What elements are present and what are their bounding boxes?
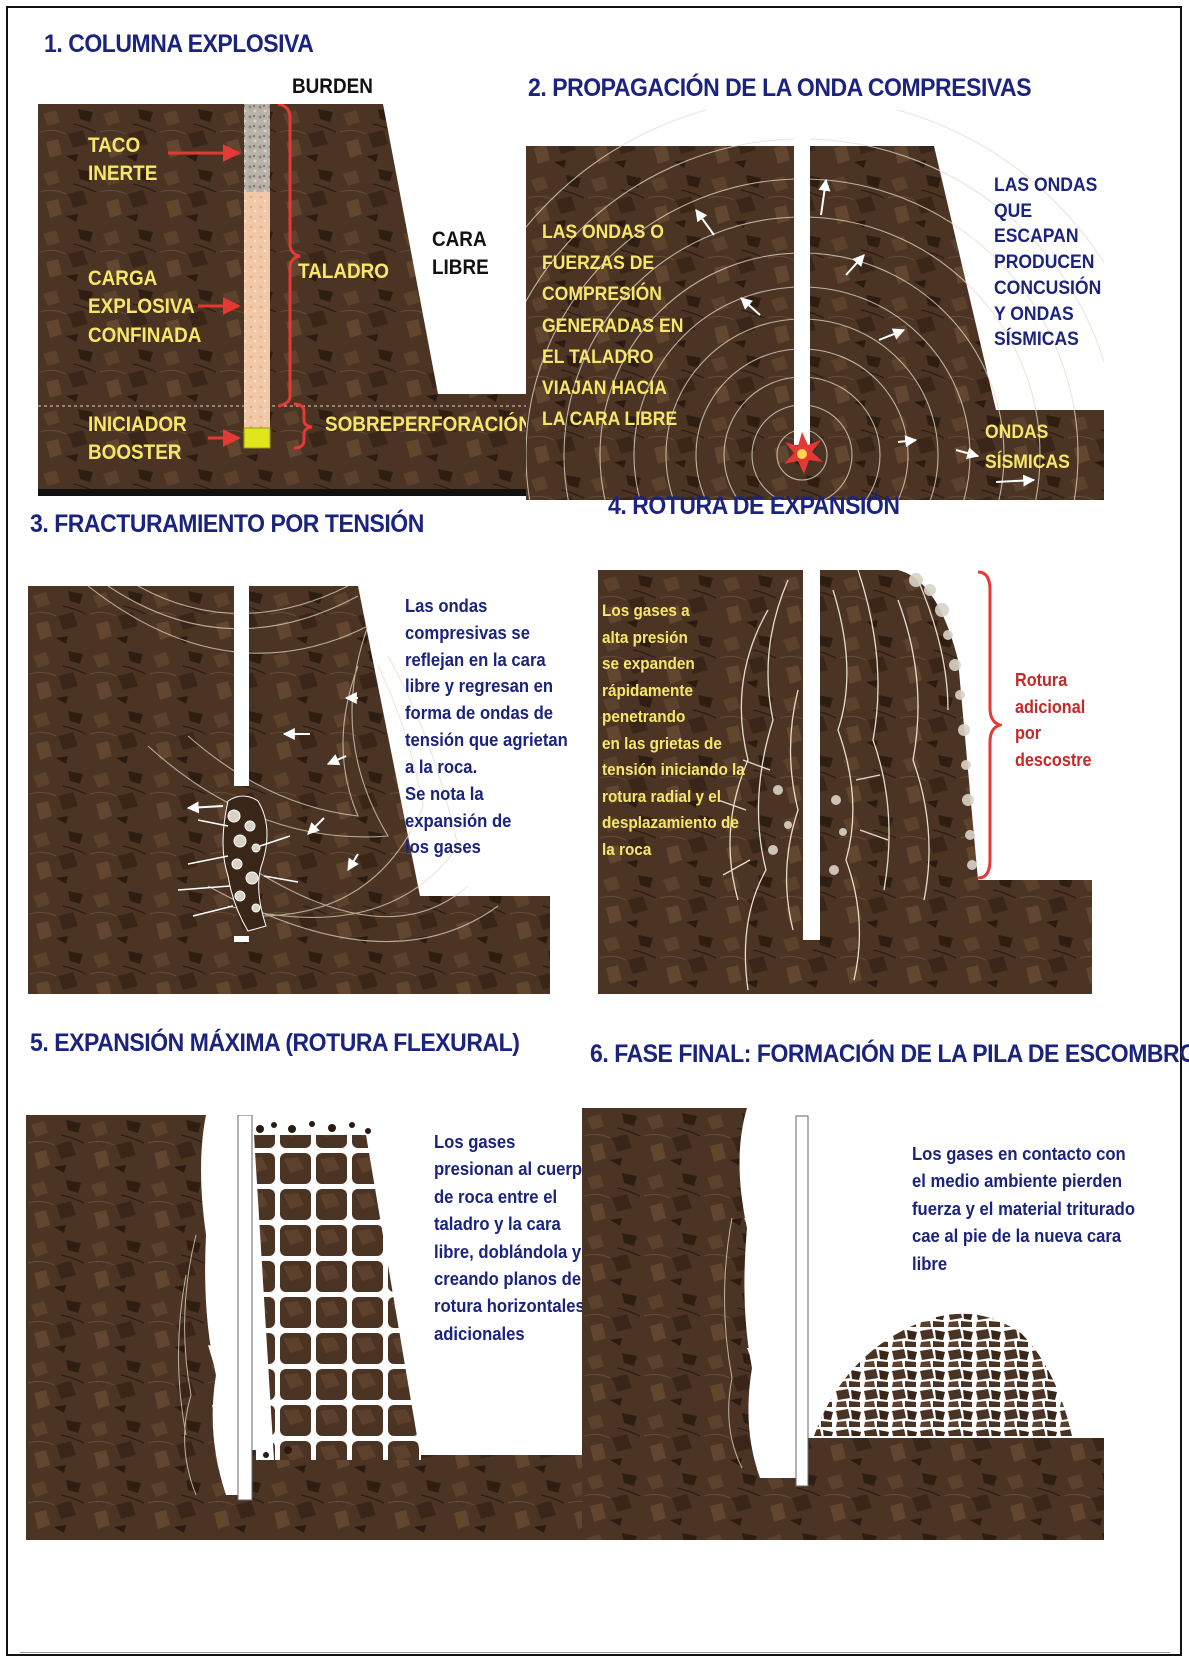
- taco-label: TACO INERTE: [88, 132, 157, 189]
- ondas-escapan-label: LAS ONDAS QUE ESCAPAN PRODUCEN CONCUSIÓN…: [994, 173, 1101, 353]
- borehole: [796, 1116, 808, 1486]
- ondas-sismicas-label: ONDAS SÍSMICAS: [985, 417, 1070, 477]
- muck-pile: [814, 1314, 1072, 1436]
- taladro-label: TALADRO: [298, 259, 389, 284]
- booster: [244, 428, 270, 448]
- borehole: [234, 586, 249, 786]
- panel3-description: Las ondas compresivas se reflejan en la …: [405, 593, 568, 861]
- burden-label: BURDEN: [292, 74, 373, 99]
- panel6-description: Los gases en contacto con el medio ambie…: [912, 1140, 1135, 1277]
- panel3-title: 3. FRACTURAMIENTO POR TENSIÓN: [30, 510, 424, 539]
- panel6-title: 6. FASE FINAL: FORMACIÓN DE LA PILA DE E…: [590, 1040, 1189, 1069]
- explosive-column: [244, 192, 270, 430]
- panel5-title: 5. EXPANSIÓN MÁXIMA (ROTURA FLEXURAL): [30, 1029, 519, 1058]
- borehole: [794, 110, 810, 445]
- iniciador-label: INICIADOR BOOSTER: [88, 411, 187, 468]
- panel4-title: 4. ROTURA DE EXPANSIÓN: [608, 492, 899, 521]
- panel4-description: Los gases a alta presión se expanden ráp…: [602, 598, 745, 863]
- descostre-brace: [972, 570, 1002, 880]
- panel5-description: Los gases presionan al cuerpo de roca en…: [434, 1128, 592, 1347]
- gas-pockets: [744, 1218, 792, 1366]
- borehole: [238, 1115, 252, 1500]
- panel2-title: 2. PROPAGACIÓN DE LA ONDA COMPRESIVAS: [528, 74, 1031, 103]
- flexural-blocks: [254, 1135, 421, 1460]
- bottom-rule: [20, 1652, 1170, 1653]
- carga-label: CARGA EXPLOSIVA CONFINADA: [88, 265, 201, 350]
- stemming: [244, 104, 270, 192]
- cara-libre-label: CARA LIBRE: [432, 226, 489, 283]
- panel1-title: 1. COLUMNA EXPLOSIVA: [44, 30, 313, 59]
- ondas-fuerzas-label: LAS ONDAS O FUERZAS DE COMPRESIÓN GENERA…: [542, 217, 683, 435]
- sobreperforacion-label: SOBREPERFORACIÓN: [325, 412, 532, 437]
- rotura-label: Rotura adicional por descostre: [1015, 667, 1092, 774]
